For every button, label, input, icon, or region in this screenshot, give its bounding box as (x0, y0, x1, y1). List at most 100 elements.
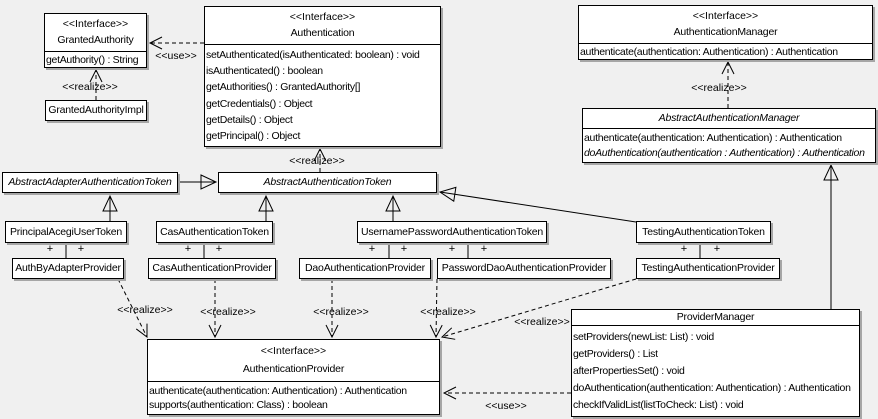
method-line: doAuthentication(authentication: Authent… (573, 382, 851, 394)
methods-compartment: authenticate(authentication: Authenticat… (579, 43, 872, 59)
class-box-provider-manager[interactable]: ProviderManager setProviders(newList: Li… (571, 309, 860, 417)
realize-label: <<realize>> (313, 306, 369, 318)
stereotype-label: <<Interface>> (260, 345, 327, 358)
class-name: AuthenticationProvider (242, 362, 345, 375)
stereotype-label: <<Interface>> (289, 11, 356, 23)
class-name: AbstractAdapterAuthenticationToken (8, 176, 172, 188)
class-name: AbstractAuthenticationToken (263, 176, 392, 188)
class-box-dao-authentication-provider[interactable]: DaoAuthenticationProvider (299, 258, 431, 279)
class-name: TestingAuthenticationToken (642, 225, 765, 238)
association-plus-label: + (215, 243, 223, 255)
class-name: PasswordDaoAuthenticationProvider (441, 262, 607, 274)
class-box-authentication-provider[interactable]: <<Interface>> AuthenticationProvider aut… (147, 339, 440, 415)
realize-label: <<realize>> (514, 316, 570, 328)
class-name: GrantedAuthorityImpl (48, 104, 144, 116)
method-line: isAuthenticated() : boolean (206, 65, 323, 78)
class-box-testing-authentication-provider[interactable]: TestingAuthenticationProvider (636, 258, 780, 279)
methods-compartment: setProviders(newList: List) : void getPr… (572, 325, 859, 416)
class-name: DaoAuthenticationProvider (305, 262, 425, 274)
class-box-authentication-manager[interactable]: <<Interface>> AuthenticationManager auth… (578, 5, 873, 60)
class-box-username-password-authentication-token[interactable]: UsernamePasswordAuthenticationToken (357, 221, 547, 243)
method-line: doAuthentication(authentication : Authen… (584, 147, 865, 159)
class-name: CasAuthenticationProvider (152, 262, 272, 274)
use-label: <<use>> (155, 50, 197, 62)
class-box-cas-authentication-provider[interactable]: CasAuthenticationProvider (148, 258, 276, 279)
class-title: AbstractAuthenticationManager (583, 109, 875, 128)
stereotype-label: <<Interface>> (62, 18, 129, 30)
method-line: supports(authentication: Class) : boolea… (149, 399, 328, 412)
class-title: <<Interface>> AuthenticationManager (579, 6, 872, 43)
class-name: TestingAuthenticationProvider (641, 262, 775, 274)
association-plus-label: + (368, 243, 376, 255)
class-name: ProviderManager (676, 311, 755, 323)
class-name: AbstractAuthenticationManager (658, 112, 800, 124)
methods-compartment: setAuthenticated(isAuthenticated: boolea… (205, 44, 440, 146)
method-line: authenticate(authentication: Authenticat… (149, 384, 407, 397)
method-line: authenticate(authentication: Authenticat… (584, 132, 842, 144)
class-name: GrantedAuthority (57, 34, 134, 46)
method-line: setAuthenticated(isAuthenticated: boolea… (206, 49, 420, 62)
class-title: DaoAuthenticationProvider (300, 259, 430, 278)
realize-edge-passworddaoauthenticationprovider (429, 278, 443, 339)
class-box-testing-authentication-token[interactable]: TestingAuthenticationToken (636, 221, 771, 243)
method-line: getAuthorities() : GrantedAuthority[] (206, 81, 361, 94)
association-plus-label: + (184, 243, 192, 255)
class-title: UsernamePasswordAuthenticationToken (358, 222, 546, 242)
class-title: AbstractAdapterAuthenticationToken (3, 173, 177, 192)
generalization-testingauthenticationtoken (438, 186, 637, 223)
use-label: <<use>> (485, 400, 527, 412)
class-title: GrantedAuthorityImpl (46, 101, 146, 120)
class-box-principal-acegi-user-token[interactable]: PrincipalAcegiUserToken (5, 221, 127, 243)
class-box-granted-authority[interactable]: <<Interface>> GrantedAuthority getAuthor… (44, 13, 147, 68)
realize-label: <<realize>> (289, 155, 345, 167)
class-box-abstract-adapter-authentication-token[interactable]: AbstractAdapterAuthenticationToken (2, 172, 178, 193)
realize-label: <<realize>> (62, 81, 118, 93)
class-box-abstract-authentication-token[interactable]: AbstractAuthenticationToken (218, 172, 437, 193)
methods-compartment: authenticate(authentication: Authenticat… (148, 381, 439, 414)
class-title: AbstractAuthenticationToken (219, 173, 436, 192)
association-plus-label: + (77, 243, 85, 255)
realize-label: <<realize>> (420, 306, 476, 318)
association-plus-label: + (480, 243, 488, 255)
class-title: PrincipalAcegiUserToken (6, 222, 126, 242)
association-plus-label: + (680, 243, 688, 255)
stereotype-label: <<Interface>> (692, 10, 759, 22)
class-title: CasAuthenticationProvider (149, 259, 275, 278)
realize-label: <<realize>> (691, 82, 747, 94)
method-line: checkIfValidList(listToCheck: List) : vo… (573, 399, 744, 411)
class-name: CasAuthenticationToken (160, 225, 269, 238)
class-title: PasswordDaoAuthenticationProvider (438, 259, 610, 278)
class-name: Authentication (290, 27, 355, 39)
method-line: getAuthority() : String (46, 53, 139, 66)
method-line: getCredentials() : Object (206, 97, 313, 110)
realize-label: <<realize>> (117, 304, 173, 316)
class-box-granted-authority-impl[interactable]: GrantedAuthorityImpl (45, 100, 147, 121)
class-box-authentication[interactable]: <<Interface>> Authentication setAuthenti… (204, 6, 441, 147)
class-name: AuthByAdapterProvider (15, 262, 121, 274)
method-line: authenticate(authentication: Authenticat… (580, 45, 838, 58)
class-name: AuthenticationManager (673, 26, 778, 38)
class-title: ProviderManager (572, 310, 859, 325)
class-box-cas-authentication-token[interactable]: CasAuthenticationToken (156, 221, 273, 243)
class-box-abstract-authentication-manager[interactable]: AbstractAuthenticationManager authentica… (582, 108, 876, 163)
association-plus-label: + (713, 243, 721, 255)
class-title: TestingAuthenticationToken (637, 222, 770, 242)
method-line: afterPropertiesSet() : void (573, 365, 685, 377)
class-title: <<Interface>> GrantedAuthority (45, 14, 146, 51)
class-title: <<Interface>> AuthenticationProvider (148, 340, 439, 381)
class-title: TestingAuthenticationProvider (637, 259, 779, 278)
methods-compartment: getAuthority() : String (45, 51, 146, 67)
association-plus-label: + (400, 243, 408, 255)
method-line: getPrincipal() : Object (206, 129, 301, 142)
class-title: CasAuthenticationToken (157, 222, 272, 242)
class-name: UsernamePasswordAuthenticationToken (360, 225, 544, 238)
methods-compartment: authenticate(authentication: Authenticat… (583, 128, 875, 162)
association-plus-label: + (46, 243, 54, 255)
class-box-password-dao-authentication-provider[interactable]: PasswordDaoAuthenticationProvider (437, 258, 611, 279)
realize-label: <<realize>> (200, 306, 256, 318)
method-line: setProviders(newList: List) : void (573, 331, 714, 343)
class-title: AuthByAdapterProvider (13, 259, 123, 278)
method-line: getProviders() : List (573, 348, 658, 360)
class-box-auth-by-adapter-provider[interactable]: AuthByAdapterProvider (12, 258, 124, 279)
